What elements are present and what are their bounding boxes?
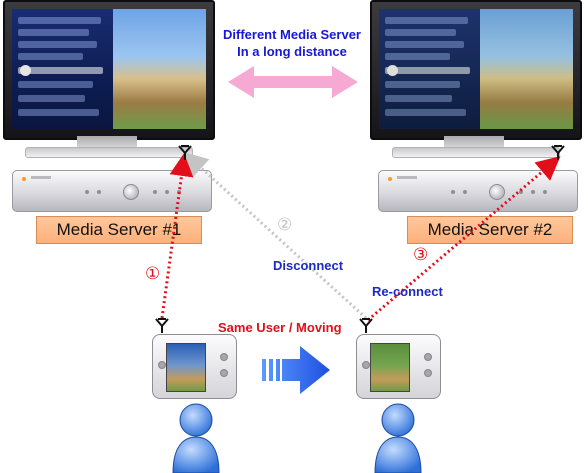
media-server-2-label: Media Server #2	[407, 216, 573, 244]
media-server-1-label: Media Server #1	[36, 216, 202, 244]
disconnect-label: Disconnect	[273, 258, 344, 273]
double-arrow-icon	[228, 66, 358, 98]
step-1-marker: ①	[145, 264, 161, 284]
step-2-marker: ②	[277, 215, 293, 235]
antenna-icon	[155, 318, 169, 334]
antenna-icon	[178, 145, 192, 161]
media-server-2-box	[378, 170, 578, 212]
step-3-marker: ③	[413, 245, 429, 265]
handheld-device-icon	[152, 334, 237, 399]
disconnect-line	[183, 151, 368, 320]
diagram-title: Different Media Server In a long distanc…	[204, 26, 380, 60]
reconnect-label: Re-connect	[372, 284, 443, 299]
tv-2	[370, 0, 582, 165]
tv-2-screen	[379, 9, 573, 129]
tv-1	[3, 0, 215, 165]
user-icon	[374, 403, 422, 473]
reconnect-line	[367, 156, 561, 322]
connection-line-1	[160, 152, 194, 319]
tv-1-screen	[12, 9, 206, 129]
title-line-1: Different Media Server	[223, 27, 361, 42]
user-icon	[172, 403, 220, 473]
same-user-moving-label: Same User / Moving	[218, 320, 342, 335]
title-line-2: In a long distance	[237, 44, 347, 59]
handheld-device-icon	[356, 334, 441, 399]
antenna-icon	[359, 318, 373, 334]
right-arrow-icon	[262, 346, 330, 394]
antenna-icon	[551, 145, 565, 161]
